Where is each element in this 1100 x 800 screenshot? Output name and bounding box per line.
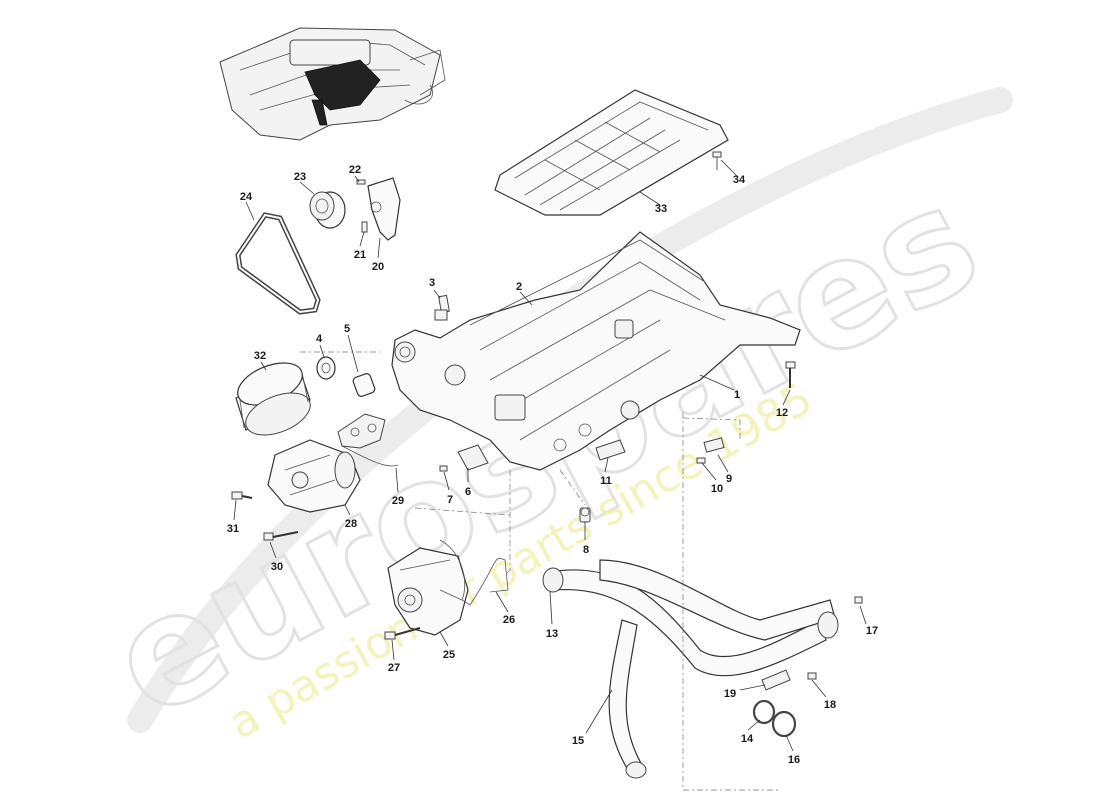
callout-14: 14 [741,733,754,745]
callout-25: 25 [443,649,455,661]
callout-1: 1 [734,389,740,401]
callout-22: 22 [349,164,361,176]
assembly-lines [300,351,780,791]
o-rings [752,699,797,738]
callout-8: 8 [583,544,589,556]
sensor-9 [696,437,725,464]
callout-27: 27 [388,662,400,674]
callout-labels: 1 2 3 4 5 6 7 8 9 10 11 12 13 14 15 16 1… [227,164,878,766]
bolt-31 [231,491,253,500]
scavenge-pump [384,547,469,640]
callout-15: 15 [572,735,584,747]
plate-11 [595,439,626,461]
callout-17: 17 [866,625,878,637]
callout-11: 11 [600,475,612,487]
gasket-6 [439,444,489,472]
bracket-19 [761,596,863,691]
callout-33: 33 [655,203,667,215]
callout-34: 34 [733,174,746,186]
oil-filter [235,362,311,436]
drain-plug [579,507,591,523]
callout-18: 18 [824,699,836,711]
callout-6: 6 [465,486,471,498]
bolt-30 [263,531,299,541]
callout-3: 3 [429,277,435,289]
gasket-29 [337,413,399,467]
tensioner [356,177,401,241]
callout-19: 19 [724,688,736,700]
callout-32: 32 [254,350,266,362]
callout-12: 12 [776,407,788,419]
callout-31: 31 [227,523,239,535]
drive-belt [235,212,321,315]
sleeve-5 [352,373,376,397]
callout-2: 2 [516,281,522,293]
callout-10: 10 [711,483,723,495]
bolt-34 [712,151,722,170]
oil-sensor-3 [434,294,450,321]
bolt-12 [785,361,796,388]
callout-24: 24 [240,191,253,203]
callout-9: 9 [726,473,732,485]
callout-13: 13 [546,628,558,640]
windage-tray [494,89,729,216]
oil-pump [267,439,361,513]
callout-7: 7 [447,494,453,506]
callout-16: 16 [788,754,800,766]
callout-21: 21 [354,249,366,261]
callout-28: 28 [345,518,357,530]
callout-26: 26 [503,614,515,626]
pulley [309,191,346,229]
engine-overview-thumbnail [219,27,446,141]
callout-30: 30 [271,561,283,573]
callout-20: 20 [372,261,384,273]
callout-29: 29 [392,495,404,507]
adapter-4 [316,356,336,380]
callout-4: 4 [316,333,323,345]
callout-23: 23 [294,171,306,183]
leader-lines [233,159,867,752]
oil-hose-assembly [542,559,839,779]
callout-5: 5 [344,323,350,335]
gasket-26 [439,539,509,606]
oil-sump-body [391,231,801,471]
